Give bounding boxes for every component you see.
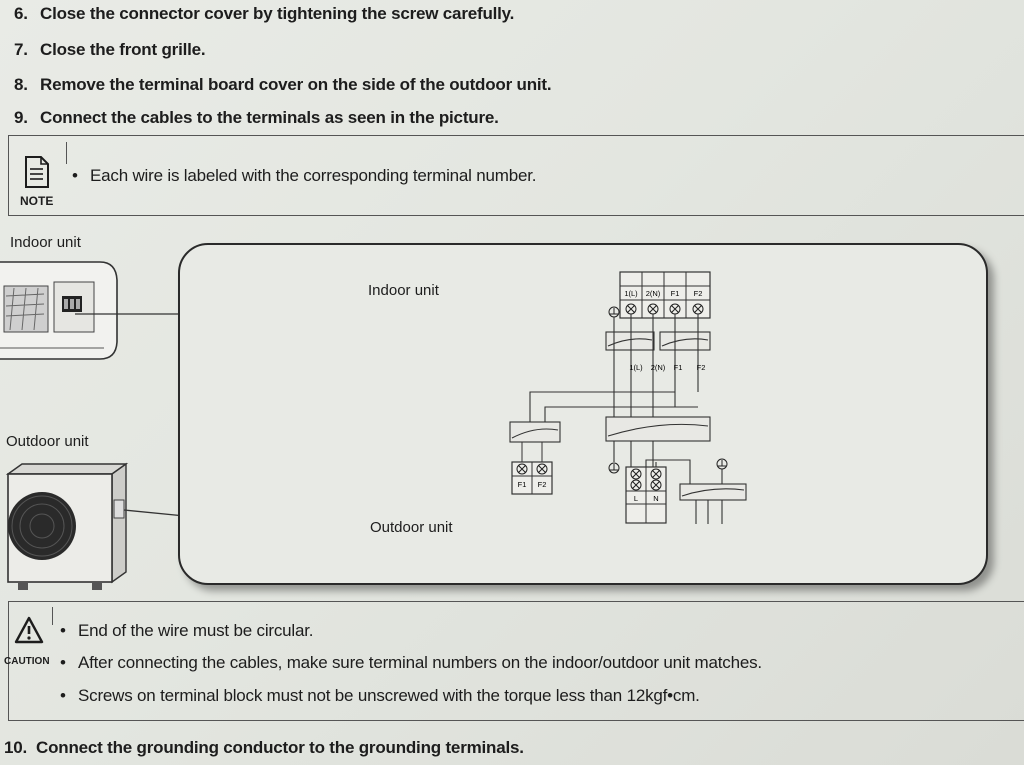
outdoor-unit-illustration [0, 460, 186, 605]
step-10: 10.Connect the grounding conductor to th… [4, 738, 524, 757]
cable-label: F1 [674, 363, 683, 372]
indoor-terminal-label: F2 [694, 289, 703, 298]
warning-triangle-icon [14, 616, 44, 649]
note-divider [66, 142, 67, 164]
ground-symbol-icon [608, 306, 620, 318]
outdoor-comm-terminal-block: F1 F2 [511, 442, 553, 495]
outdoor-power-terminal-block: L N [625, 466, 667, 524]
outdoor-unit-diagram-label: Outdoor unit [370, 519, 453, 536]
outdoor-comm-terminal-label: F2 [538, 480, 547, 489]
caution-left-rule [8, 602, 9, 720]
outdoor-unit-side-label: Outdoor unit [6, 433, 89, 450]
note-item: •Each wire is labeled with the correspon… [72, 166, 537, 185]
caution-bottom-rule [8, 720, 1024, 721]
note-bottom-rule [8, 215, 1024, 216]
outdoor-comm-terminal-label: F1 [518, 480, 527, 489]
note-top-rule [8, 135, 1024, 136]
ground-symbol-icon [716, 458, 728, 484]
caution-item: •After connecting the cables, make sure … [60, 653, 762, 672]
note-document-icon [24, 156, 50, 193]
indoor-terminal-label: F1 [671, 289, 680, 298]
caution-top-rule [8, 601, 1024, 602]
indoor-terminal-block: 1(L) 2(N) F1 F2 [619, 271, 711, 319]
outdoor-power-terminal-label: L [634, 494, 638, 503]
cable-label: F2 [697, 363, 706, 372]
step-7: 7.Close the front grille. [14, 40, 206, 59]
cable-label: 2(N) [651, 363, 666, 372]
wiring-diagram-callout [178, 243, 988, 585]
ground-symbol-icon [608, 462, 620, 474]
step-9: 9.Connect the cables to the terminals as… [14, 108, 499, 127]
outdoor-power-terminal-label: N [653, 494, 658, 503]
indoor-terminal-label: 1(L) [624, 289, 638, 298]
note-label: NOTE [20, 194, 54, 208]
step-6: 6.Close the connector cover by tightenin… [14, 4, 515, 23]
note-left-rule [8, 136, 9, 215]
indoor-unit-illustration [0, 256, 185, 371]
wiring-diagram: 1(L) 2(N) F1 F2 1(L) [500, 262, 780, 537]
indoor-unit-side-label: Indoor unit [10, 234, 81, 251]
indoor-unit-diagram-label: Indoor unit [368, 282, 439, 299]
caution-item: •Screws on terminal block must not be un… [60, 686, 700, 705]
caution-divider [52, 607, 53, 625]
caution-item: •End of the wire must be circular. [60, 621, 314, 640]
cable-label: 1(L) [629, 363, 643, 372]
caution-label: CAUTION [4, 656, 50, 667]
step-8: 8.Remove the terminal board cover on the… [14, 75, 552, 94]
indoor-terminal-label: 2(N) [646, 289, 661, 298]
